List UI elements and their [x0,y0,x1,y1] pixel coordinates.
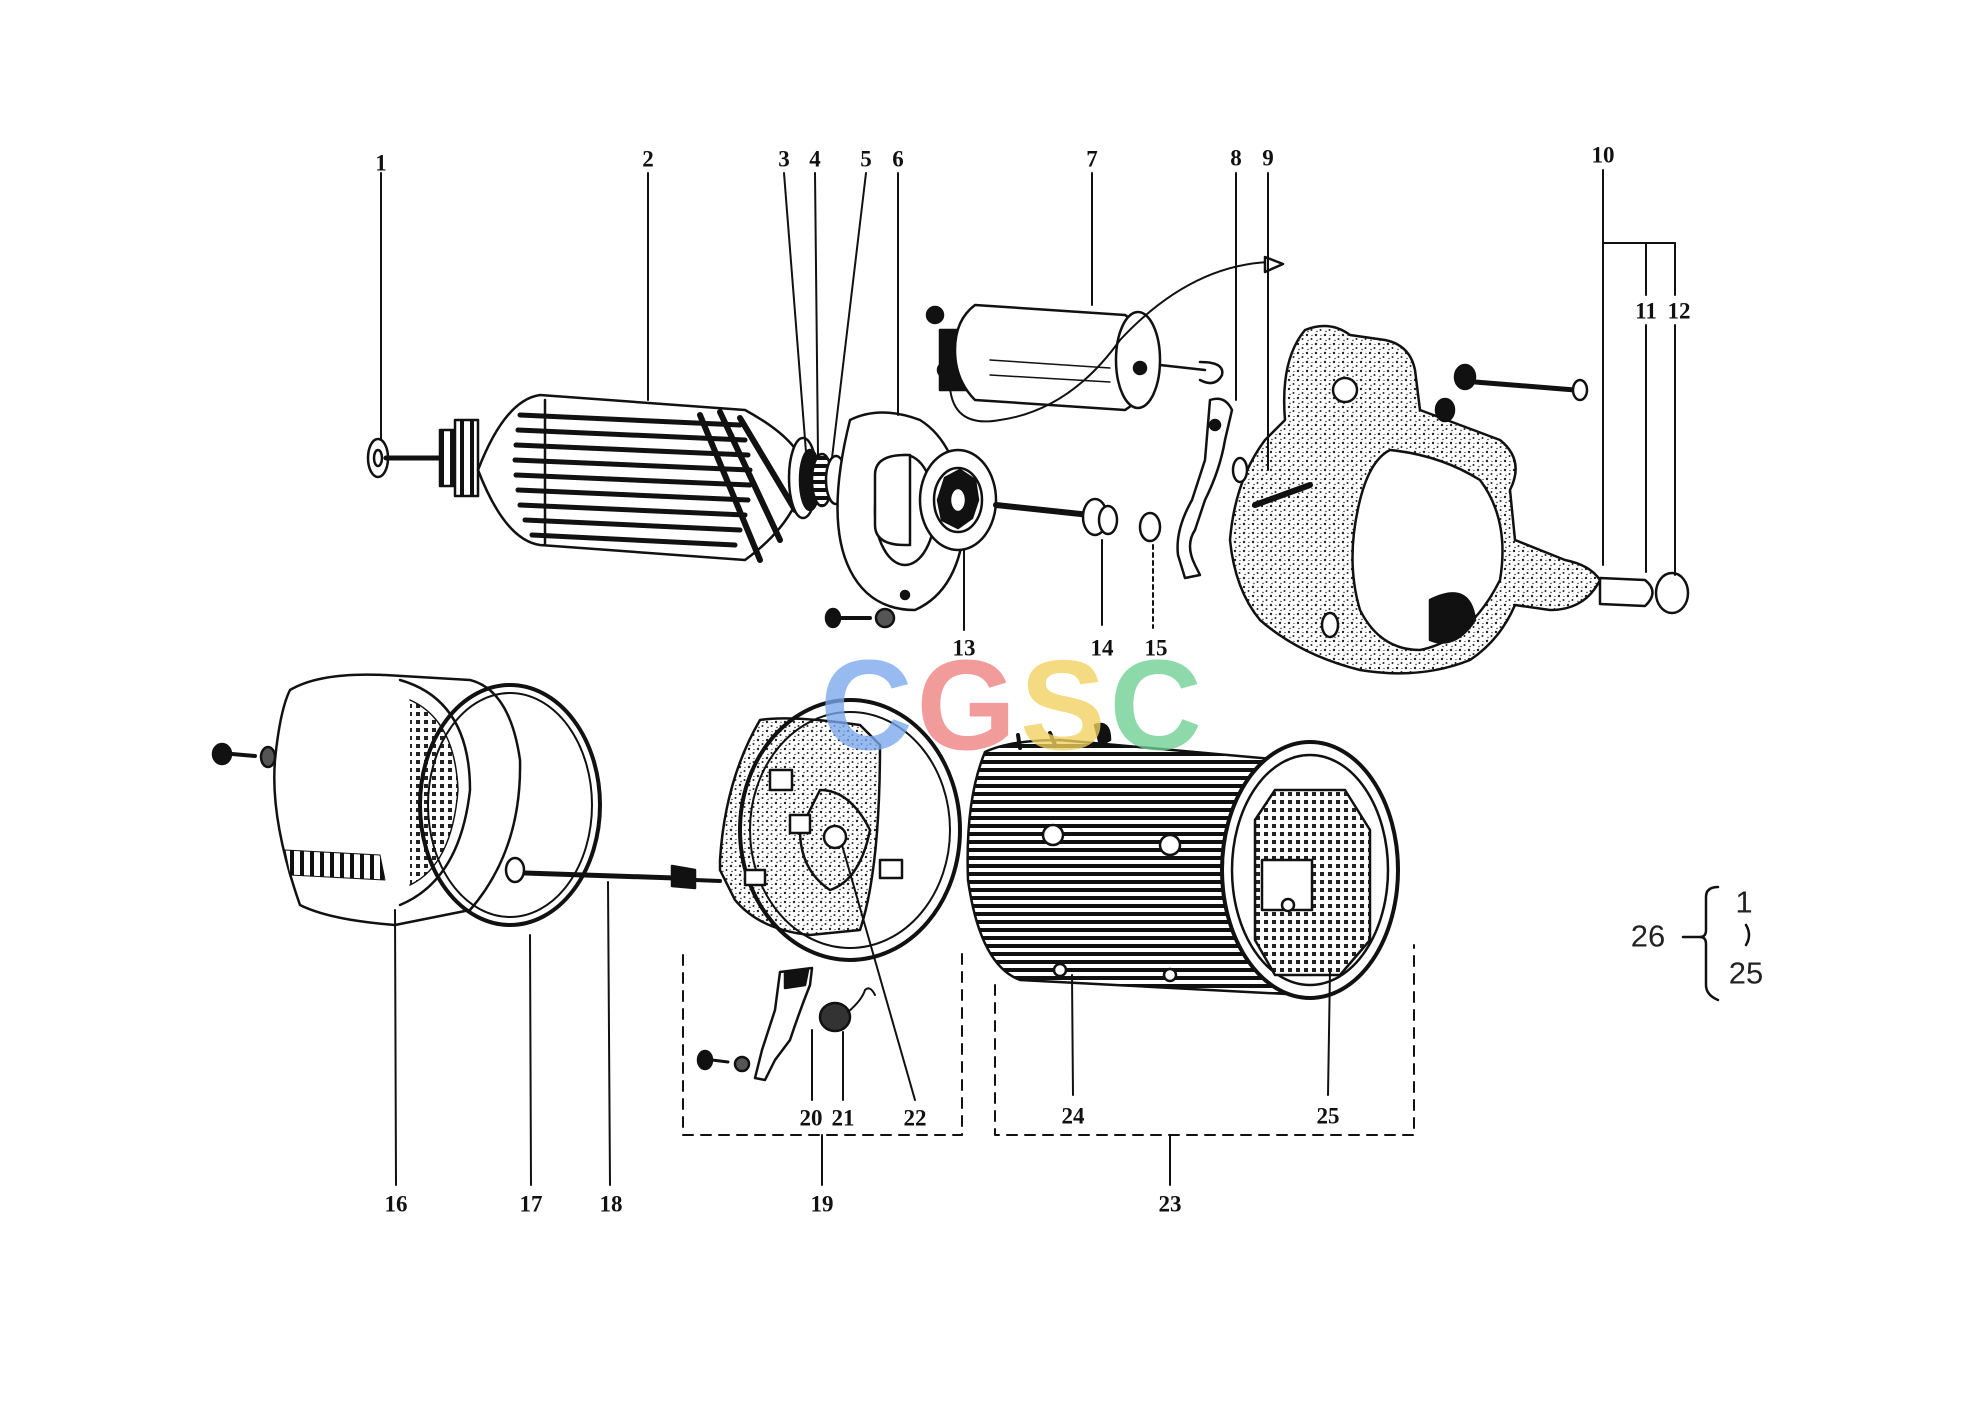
callout-24: 24 [1061,1103,1085,1129]
callout-12: 12 [1667,298,1691,324]
callout-25: 25 [1316,1103,1340,1129]
leader-lines [380,169,1676,1186]
watermark-letter-2: G [916,634,1021,778]
kit-note-bottom: 25 [1728,955,1764,991]
callout-7: 7 [1086,146,1098,172]
part-7-solenoid [925,255,1285,423]
part-12-cap [1654,571,1690,615]
callout-16: 16 [384,1191,408,1217]
callout-15: 15 [1144,635,1168,661]
callout-4: 4 [809,146,821,172]
part-18-bolt [504,856,722,890]
screw-16 [211,742,277,769]
part-17-ring [418,683,602,927]
callout-2: 2 [642,146,654,172]
group-box-19 [682,949,963,1136]
part-19-brush-plate [718,698,962,962]
part-11-bushing [1598,576,1654,608]
group-box-23 [994,944,1415,1136]
part-21-brush [818,987,876,1033]
part-15-circlip [1138,511,1162,543]
part-9-housing [1228,324,1602,675]
part-14-ring [1081,497,1119,537]
part-20-brush-spring [753,966,814,1082]
callout-21: 21 [831,1105,855,1131]
callout-11: 11 [1635,298,1657,324]
callout-9: 9 [1262,145,1274,171]
kit-note-label: 26 [1630,918,1666,954]
callout-1: 1 [375,150,387,176]
screw-6 [824,607,896,629]
callout-8: 8 [1230,145,1242,171]
callout-10: 10 [1591,142,1615,168]
callout-6: 6 [892,146,904,172]
callout-14: 14 [1090,635,1114,661]
part-16-cover [273,673,522,927]
callout-19: 19 [810,1191,834,1217]
watermark-letter-4: C [1109,634,1206,778]
callout-5: 5 [860,146,872,172]
callout-23: 23 [1158,1191,1182,1217]
part-25-field [1220,740,1400,1000]
callout-22: 22 [903,1105,927,1131]
callout-13: 13 [952,635,976,661]
callout-18: 18 [599,1191,623,1217]
part-13-pinion [873,448,998,552]
part-8-fork [1176,397,1234,580]
kit-note-top: 1 [1735,884,1753,920]
watermark-logo: CGSC [820,633,1206,780]
kit-bracket [1681,885,1751,1002]
housing-bolt [1434,363,1589,423]
watermark-letter-1: C [820,634,917,778]
screw-20 [696,1049,751,1073]
callout-17: 17 [519,1191,543,1217]
watermark-letter-3: S [1020,634,1110,778]
callout-20: 20 [799,1105,823,1131]
callout-3: 3 [778,146,790,172]
